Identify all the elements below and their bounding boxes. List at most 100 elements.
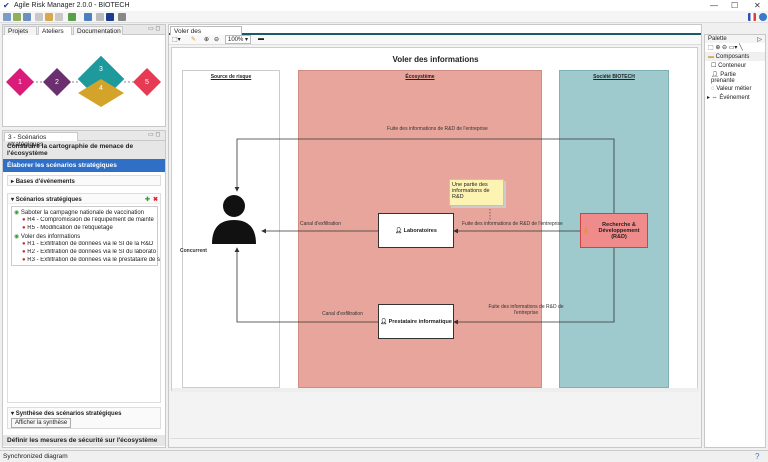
tab-strategic-scenarios[interactable]: 3 - Scénarios stratégiques <box>4 132 78 148</box>
container-icon: ☐ <box>711 63 717 69</box>
tree-item[interactable]: ● R1 - Exfiltration de données via le SI… <box>22 241 154 247</box>
key-icon: ⚷ <box>583 227 589 234</box>
tree-item[interactable]: ● R2 - Exfiltration de données via le SI… <box>22 249 157 255</box>
palette-item-stakeholder[interactable]: 👤︎ Partie prenante <box>711 72 736 84</box>
workshop-2[interactable] <box>43 68 71 96</box>
diagram-title: Voler des informations <box>392 55 479 64</box>
edge-bottom-right-label: Fuite des informations de R&D de l'entre… <box>488 304 564 316</box>
redo-icon[interactable] <box>55 13 63 21</box>
workshop-4-label: 4 <box>99 85 103 92</box>
check-icon[interactable] <box>68 13 76 21</box>
zone-source-label: Source de risque <box>210 74 252 80</box>
section-synthesis-header[interactable]: ▾ Synthèse des scénarios stratégiques <box>11 411 122 417</box>
actor-label: Concurrent <box>180 248 207 254</box>
minimize-button[interactable]: — <box>710 1 718 10</box>
edit-icon[interactable] <box>84 13 92 21</box>
zoom-out-icon[interactable]: ⊖ <box>214 37 220 43</box>
workshop-4[interactable] <box>78 79 124 107</box>
panel-controls-icon[interactable]: ▭ ◻ <box>148 26 161 32</box>
note[interactable]: Une partie des informations de R&D <box>449 179 504 206</box>
info-icon[interactable] <box>759 13 767 21</box>
add-icon[interactable]: ✚ <box>144 197 150 203</box>
tab-projects[interactable]: Projets <box>4 26 37 35</box>
tab-workshops[interactable]: Ateliers <box>38 26 72 35</box>
app-title: Agile Risk Manager 2.0.0 - BIOTECH <box>14 2 130 9</box>
edge-mid-left-label: Canal d'exfiltration <box>300 221 341 227</box>
node-laboratories[interactable]: 👤︎ Laboratoires <box>378 213 454 248</box>
tab-documentation[interactable]: Documentation <box>73 26 123 35</box>
user-icon: 👤︎ <box>395 227 404 234</box>
french-flag-icon[interactable] <box>748 13 756 21</box>
undo-icon[interactable] <box>35 13 43 21</box>
maximize-button[interactable]: ☐ <box>731 1 739 10</box>
edge-mid-right-label: Fuite des informations de R&D de l'entre… <box>462 221 563 227</box>
tree-item[interactable]: ◉ Voler des informations <box>14 234 81 240</box>
step-security-measures[interactable]: Définir les mesures de sécurité sur l'éc… <box>3 435 165 446</box>
zoom-select[interactable]: 100% ▾ <box>225 35 251 44</box>
title-bar: ✔ Agile Risk Manager 2.0.0 - BIOTECH — ☐… <box>0 0 768 11</box>
node-it-provider[interactable]: 👤︎ Prestataire informatique <box>378 304 454 339</box>
select-tool-icon[interactable]: ⬚▾ <box>172 37 181 43</box>
status-text: Synchronized diagram <box>3 453 68 460</box>
zone-ecosystem-label: Écosystème <box>405 74 435 80</box>
actor-body-icon <box>212 220 256 244</box>
edge-top-label: Fuite des informations de R&D de l'entre… <box>387 126 488 132</box>
workshop-1[interactable] <box>6 68 34 96</box>
scenarios-panel: 3 - Scénarios stratégiques ▭ ◻ Construir… <box>2 130 166 448</box>
step-elaborate-scenarios[interactable]: Élaborer les scénarios stratégiques <box>3 159 165 172</box>
edges-layer <box>212 138 615 325</box>
tab-editor[interactable]: Voler des informations ✕ <box>170 26 242 43</box>
step-build-map[interactable]: Construire la cartographie de menace de … <box>3 141 165 159</box>
open-icon[interactable] <box>13 13 21 21</box>
zoom-in-icon[interactable]: ⊕ <box>204 37 210 43</box>
new-icon[interactable] <box>3 13 11 21</box>
workshop-diagram <box>6 54 161 107</box>
section-scenarios-header[interactable]: ▾ Scénarios stratégiques ✚ ✖ <box>8 194 160 204</box>
status-bar: Synchronized diagram ? <box>0 450 768 462</box>
section-scenarios: ▾ Scénarios stratégiques ✚ ✖ ◉ Saboter l… <box>7 193 161 403</box>
tree-item[interactable]: ● R4 - Compromission de l'équipement de … <box>22 217 154 223</box>
edge-bottom-right[interactable] <box>453 248 615 325</box>
folder-icon: ▬ <box>708 54 714 60</box>
palette-panel: Palette▷ ⬚ ⊕ ⊖ ▭▾ ╲ ▬ Composants ☐ Conte… <box>704 34 766 448</box>
main-toolbar <box>0 11 768 23</box>
value-icon: ◌ <box>711 86 715 92</box>
scenario-tree: ◉ Saboter la campagne nationale de vacci… <box>11 206 161 266</box>
horizontal-scrollbar[interactable] <box>172 388 699 392</box>
edge-top[interactable] <box>234 138 615 213</box>
palette-item-business-value[interactable]: ◌ Valeur métier <box>711 86 752 92</box>
zone-company-label: Société BIOTECH <box>593 74 635 80</box>
tree-item[interactable]: ◉ Saboter la campagne nationale de vacci… <box>14 210 145 216</box>
risk-icon: ● <box>22 217 26 223</box>
folder-icon[interactable] <box>45 13 53 21</box>
dropdown-icon[interactable] <box>118 13 126 21</box>
show-synthesis-button[interactable]: Afficher la synthèse <box>11 418 72 428</box>
tree-item[interactable]: ● R5 - Modification de l'étiquetage <box>22 225 113 231</box>
panel-controls-icon[interactable]: ▭ ◻ <box>148 132 161 138</box>
workshop-3-label: 3 <box>99 66 103 73</box>
close-button[interactable]: ✕ <box>754 1 761 10</box>
workshop-1-label: 1 <box>18 79 22 86</box>
brush-icon[interactable]: ✎ <box>191 37 197 43</box>
user-icon: 👤︎ <box>711 72 719 78</box>
editor-hscrollbar[interactable] <box>170 438 700 446</box>
settings-icon[interactable] <box>96 13 104 21</box>
workshop-5[interactable] <box>133 68 161 96</box>
palette-item-container[interactable]: ☐ Conteneur <box>711 63 747 69</box>
user-icon: 👤︎ <box>380 318 389 325</box>
editor-toolbar: ⬚▾ ✎ ⊕ ⊖ 100% ▾ ▬ <box>169 35 701 45</box>
palette-tools[interactable]: ⬚ ⊕ ⊖ ▭▾ ╲ <box>705 43 765 53</box>
fit-icon[interactable]: ▬ <box>258 36 264 42</box>
risk-icon: ● <box>22 225 26 231</box>
palette-group[interactable]: ▬ Composants <box>705 53 765 61</box>
edge-bottom-left-label: Canal d'exfiltration <box>322 311 363 317</box>
save-icon[interactable] <box>23 13 31 21</box>
palette-item-event[interactable]: ▸ ⇔ Événement <box>707 95 750 101</box>
tree-item[interactable]: ● R3 - Exfiltration de données via le pr… <box>22 257 161 263</box>
delete-icon[interactable]: ✖ <box>152 197 158 203</box>
brand-icon[interactable] <box>106 13 114 21</box>
help-icon[interactable]: ? <box>755 452 760 461</box>
node-rd[interactable]: ⚷ Recherche & Développement (R&D) <box>580 213 648 248</box>
edge-bottom-left[interactable] <box>234 247 378 323</box>
section-events[interactable]: ▸ Bases d'événements <box>7 175 161 186</box>
